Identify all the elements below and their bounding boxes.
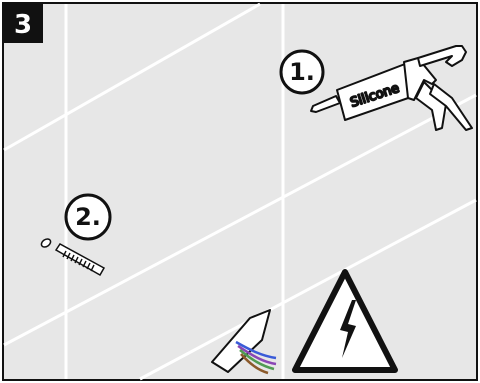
step-number: 3: [14, 10, 32, 40]
wall-surface: [3, 3, 477, 380]
callout-2-label: 2.: [75, 203, 101, 231]
step-badge: 3: [3, 3, 43, 43]
callout-1-label: 1.: [289, 58, 315, 86]
callout-1: 1.: [281, 51, 323, 93]
tile-wall: [3, 3, 477, 380]
callout-2: 2.: [66, 195, 110, 239]
